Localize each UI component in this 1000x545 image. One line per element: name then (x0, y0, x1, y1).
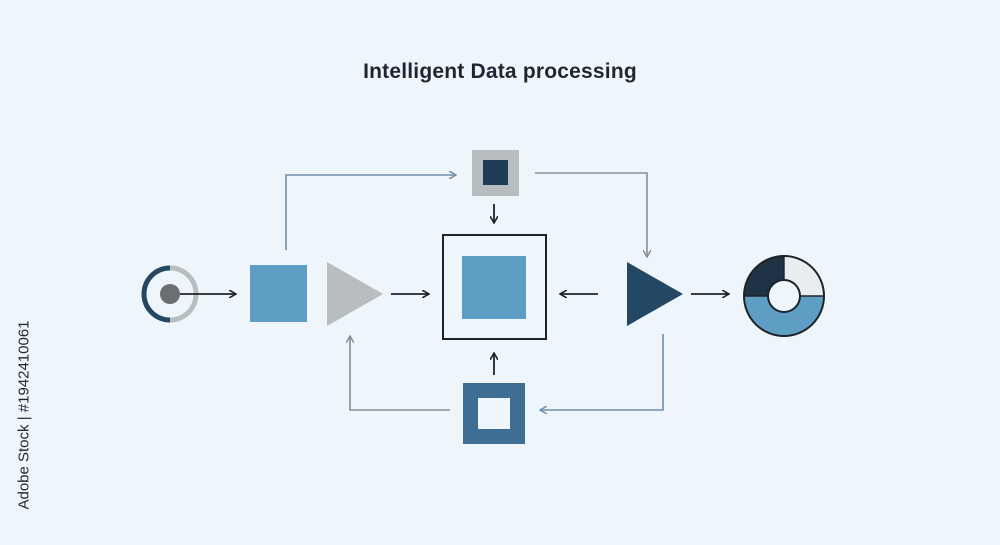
feedback-module (463, 383, 525, 444)
diagram-title: Intelligent Data processing (363, 60, 637, 83)
connector-collect-to-top (285, 175, 456, 250)
output-donut-icon (743, 255, 825, 337)
connector-top-to-output (535, 172, 647, 257)
connector-output-to-feedback (540, 334, 664, 410)
gray-play-triangle (327, 262, 383, 326)
top-module (472, 150, 519, 196)
collect-square (250, 265, 307, 322)
output-play-triangle (627, 262, 683, 326)
connector-feedback-to-triangle (350, 336, 450, 411)
core-processor (442, 234, 547, 340)
